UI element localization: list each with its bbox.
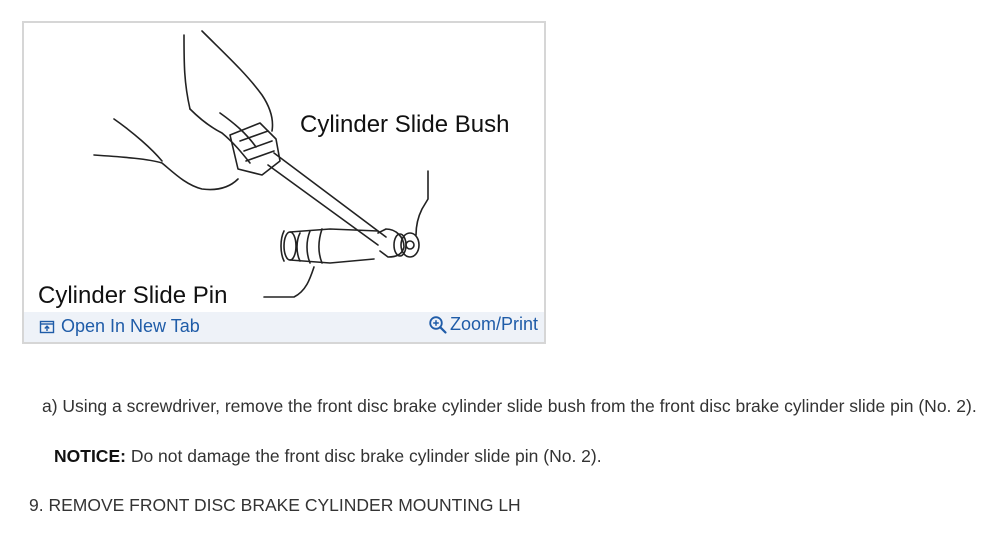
figure-box: Cylinder Slide Bush Cylinder Slide Pin O… xyxy=(22,21,546,344)
brake-slide-pin-illustration xyxy=(93,30,429,298)
instruction-step-a: a) Using a screwdriver, remove the front… xyxy=(42,396,977,416)
open-in-new-tab-label: Open In New Tab xyxy=(61,316,200,336)
open-in-new-tab-link[interactable]: Open In New Tab xyxy=(39,316,200,337)
cylinder-slide-bush-label: Cylinder Slide Bush xyxy=(300,111,510,138)
notice-text: Do not damage the front disc brake cylin… xyxy=(125,446,602,466)
notice: NOTICE: Do not damage the front disc bra… xyxy=(54,446,602,467)
figure-footer: Open In New Tab Zoom/Print xyxy=(24,312,544,342)
instruction-step-9: 9. REMOVE FRONT DISC BRAKE CYLINDER MOUN… xyxy=(29,495,521,515)
magnifier-plus-icon xyxy=(429,315,447,334)
cylinder-slide-pin-label: Cylinder Slide Pin xyxy=(38,282,228,309)
notice-label: NOTICE: xyxy=(54,446,126,466)
zoom-print-label: Zoom/Print xyxy=(449,314,538,334)
open-in-new-tab-icon xyxy=(39,320,55,333)
zoom-print-link[interactable]: Zoom/Print xyxy=(428,314,538,335)
